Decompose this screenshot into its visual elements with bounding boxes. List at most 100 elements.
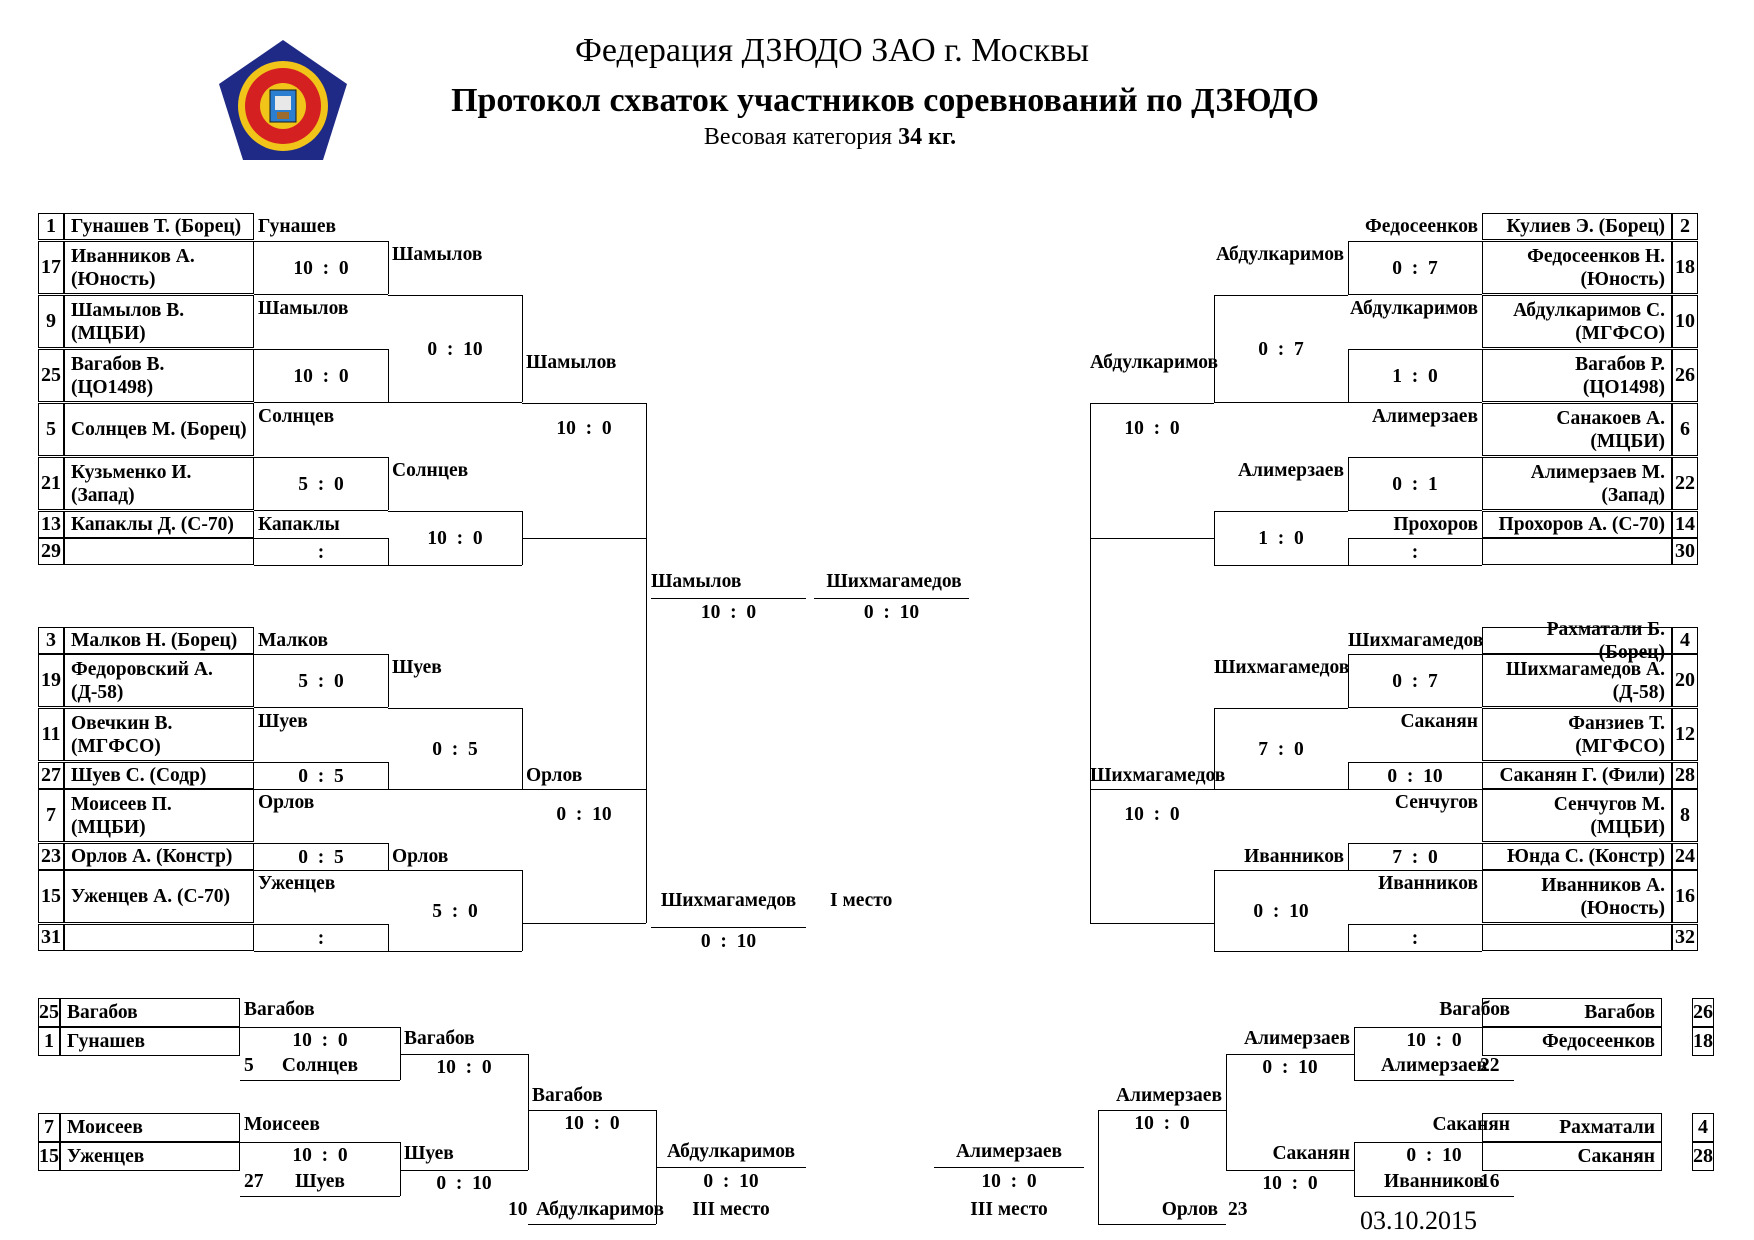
- round2-score: 0 : 10: [427, 338, 483, 360]
- participant-number: 22: [1672, 457, 1698, 510]
- participant-name: Гунашев Т. (Борец): [64, 213, 254, 240]
- repechage-line: [528, 1110, 656, 1111]
- round2-score: 0 : 7: [1258, 338, 1304, 360]
- round1-line: [254, 654, 388, 655]
- repechage-winner: Саканян: [1272, 1143, 1350, 1164]
- round1-line: [254, 951, 388, 952]
- round1-line: [388, 924, 389, 951]
- participant-number: 21: [38, 457, 64, 510]
- round1-score: :: [1411, 541, 1419, 563]
- repechage-semi-winner: Вагабов: [532, 1085, 603, 1106]
- round1-line: [388, 762, 389, 789]
- round1-score: 1 : 0: [1392, 365, 1438, 387]
- round3-line: [522, 538, 646, 539]
- round1-winner: Шамылов: [258, 298, 349, 319]
- round2-winner: Орлов: [392, 846, 449, 867]
- round1-line: [1348, 843, 1482, 844]
- participant-number: 30: [1672, 538, 1698, 565]
- round3-score: 10 : 0: [1124, 418, 1180, 439]
- round2-winner: Иванников: [1244, 846, 1344, 867]
- weight-category: Весовая категория 34 кг.: [640, 124, 1020, 156]
- participant-name: Санакоев А. (МЦБИ): [1482, 403, 1672, 456]
- round1-line: [1348, 457, 1482, 458]
- round1-line: [1348, 457, 1349, 510]
- round1-line: [388, 349, 389, 402]
- participant-name: Рахматали Б. (Борец): [1482, 619, 1672, 663]
- repechage-score: 10 : 0: [292, 1030, 348, 1051]
- round2-line: [1214, 295, 1348, 296]
- round1-line: [254, 870, 388, 871]
- repechage-number: 28: [1692, 1142, 1714, 1171]
- round1-line: [1348, 565, 1482, 566]
- repechage-score: 10 : 0: [1406, 1030, 1462, 1051]
- participant-name: Шихмагамедов А. (Д-58): [1482, 654, 1672, 707]
- repechage-line: [1354, 1027, 1355, 1080]
- round1-line: [254, 457, 388, 458]
- repechage-line: [240, 1196, 400, 1197]
- participant-number: 18: [1672, 241, 1698, 294]
- repechage-score: 10 : 0: [1262, 1173, 1318, 1194]
- participant-name: Капаклы Д. (С-70): [64, 511, 254, 538]
- participant-name: Прохоров А. (С-70): [1482, 511, 1672, 538]
- round2-line: [1214, 295, 1215, 402]
- participant-name: Федосеенков Н. (Юность): [1482, 241, 1672, 294]
- participant-number: 26: [1672, 349, 1698, 402]
- participant-number: 17: [38, 241, 64, 294]
- participant-number: 4: [1672, 627, 1698, 654]
- repechage-opponent-num: 22: [1480, 1055, 1500, 1076]
- participant-name: [64, 538, 254, 565]
- round2-line: [388, 402, 522, 403]
- round2-line: [1214, 511, 1215, 565]
- weight-category-label: Весовая категория: [703, 124, 899, 150]
- round1-score: :: [317, 927, 325, 949]
- round1-line: [1348, 924, 1482, 925]
- semifinal-line: [814, 598, 969, 599]
- repechage-number: 26: [1692, 998, 1714, 1027]
- round1-line: [254, 762, 388, 763]
- participant-number: 5: [38, 403, 64, 456]
- repechage-name: Саканян: [1482, 1142, 1662, 1171]
- round1-line: [1348, 349, 1349, 402]
- repechage-line: [240, 1142, 400, 1143]
- round2-line: [1214, 708, 1348, 709]
- participant-name: Моисеев П. (МЦБИ): [64, 789, 254, 842]
- participant-name: Шуев С. (Содр): [64, 762, 254, 789]
- repechage-opponent-num: 27: [244, 1171, 264, 1192]
- round2-line: [388, 565, 522, 566]
- participant-number: 24: [1672, 843, 1698, 870]
- semifinal-line: [651, 598, 806, 599]
- round1-line: [1348, 538, 1349, 565]
- round2-score: 7 : 0: [1258, 738, 1304, 760]
- round1-score: 0 : 5: [298, 846, 344, 868]
- round1-line: [254, 565, 388, 566]
- round3-winner: Шихмагамедов: [1090, 765, 1226, 786]
- round2-winner: Шуев: [392, 657, 442, 678]
- protocol-title: Протокол схваток участников соревнований…: [451, 82, 1319, 119]
- repechage-line: [1354, 1142, 1355, 1196]
- participant-name: Шамылов В. (МЦБИ): [64, 295, 254, 348]
- repechage-line: [1354, 1080, 1514, 1081]
- round1-line: [1348, 654, 1349, 707]
- repechage-semi-score: 10 : 0: [1134, 1113, 1190, 1134]
- participant-name: [1482, 538, 1672, 565]
- round2-line: [522, 708, 523, 789]
- participant-number: 7: [38, 789, 64, 842]
- round3-line: [522, 403, 646, 404]
- bronze-line: [656, 1167, 806, 1168]
- round1-score: 0 : 5: [298, 765, 344, 787]
- round3-score: 10 : 0: [1124, 804, 1180, 825]
- round1-score: 10 : 0: [293, 365, 349, 387]
- round1-score: 5 : 0: [298, 670, 344, 692]
- round1-line: [1348, 762, 1349, 789]
- round2-line: [388, 708, 522, 709]
- round2-line: [1214, 870, 1215, 951]
- round1-line: [254, 349, 388, 350]
- round1-score: :: [1411, 927, 1419, 949]
- semifinal-line: [1090, 403, 1091, 790]
- participant-name: Юнда С. (Констр): [1482, 843, 1672, 870]
- round3-winner: Орлов: [526, 765, 583, 786]
- repechage-semi-score: 10 : 0: [564, 1113, 620, 1134]
- round2-line: [1214, 708, 1215, 789]
- round2-winner: Шамылов: [392, 244, 483, 265]
